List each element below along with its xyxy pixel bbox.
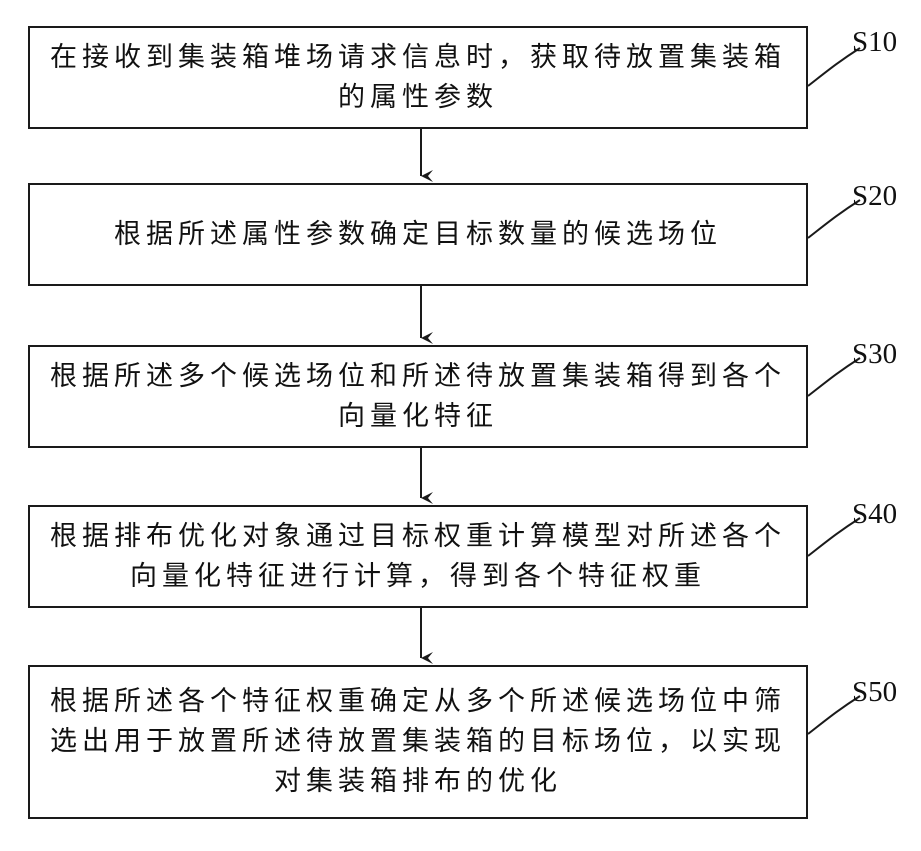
- step-box-s10: 在接收到集装箱堆场请求信息时，获取待放置集装箱的属性参数: [28, 26, 808, 129]
- step-text-s30: 根据所述多个候选场位和所述待放置集装箱得到各个向量化特征: [30, 357, 806, 437]
- step-text-s20: 根据所述属性参数确定目标数量的候选场位: [100, 215, 736, 255]
- step-box-s20: 根据所述属性参数确定目标数量的候选场位: [28, 183, 808, 286]
- step-text-s10: 在接收到集装箱堆场请求信息时，获取待放置集装箱的属性参数: [30, 38, 806, 118]
- step-box-s30: 根据所述多个候选场位和所述待放置集装箱得到各个向量化特征: [28, 345, 808, 448]
- step-box-s50: 根据所述各个特征权重确定从多个所述候选场位中筛选出用于放置所述待放置集装箱的目标…: [28, 665, 808, 819]
- step-text-s50: 根据所述各个特征权重确定从多个所述候选场位中筛选出用于放置所述待放置集装箱的目标…: [30, 682, 806, 802]
- step-label-s20: S20: [852, 180, 897, 213]
- step-label-s10: S10: [852, 26, 897, 59]
- step-label-s30: S30: [852, 338, 897, 371]
- step-label-s40: S40: [852, 498, 897, 531]
- step-text-s40: 根据排布优化对象通过目标权重计算模型对所述各个向量化特征进行计算，得到各个特征权…: [30, 517, 806, 597]
- step-label-s50: S50: [852, 676, 897, 709]
- step-box-s40: 根据排布优化对象通过目标权重计算模型对所述各个向量化特征进行计算，得到各个特征权…: [28, 505, 808, 608]
